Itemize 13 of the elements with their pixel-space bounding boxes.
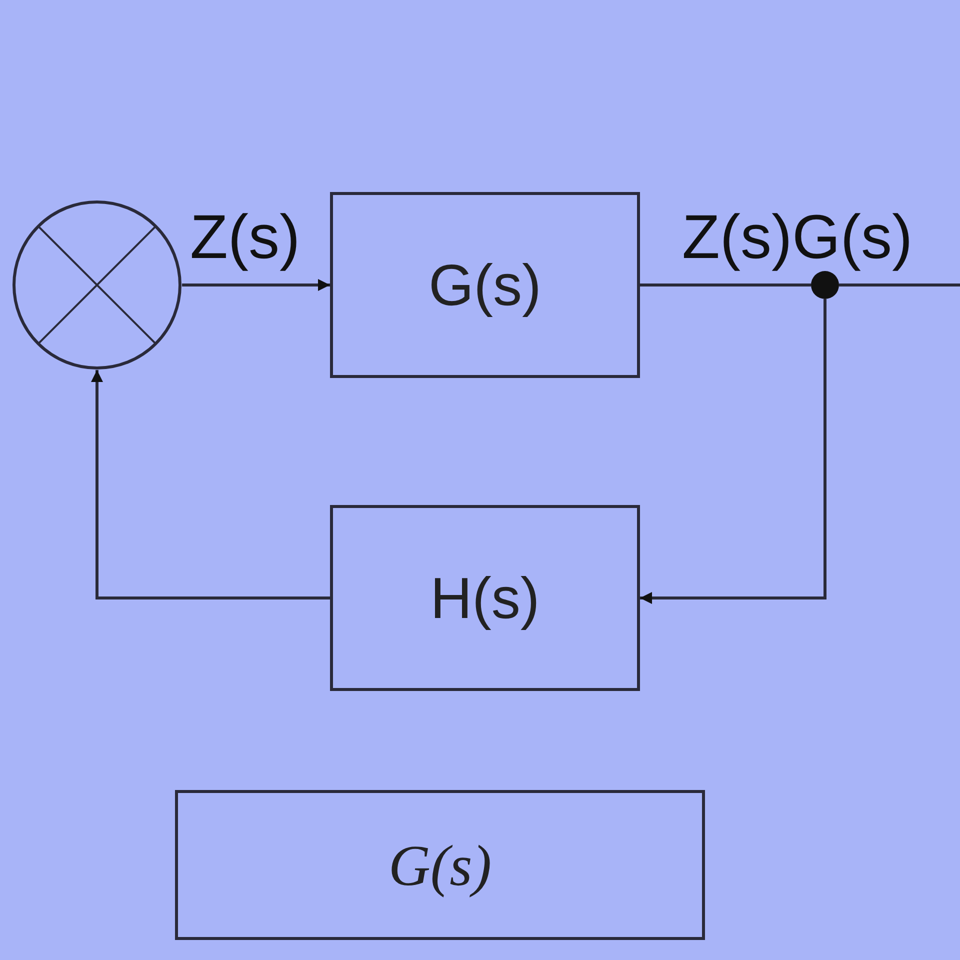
summing-junction (12, 200, 182, 370)
arrow (91, 370, 330, 600)
block-box (175, 790, 705, 940)
signal-line (839, 284, 960, 286)
block-box (330, 505, 640, 691)
transfer-function-label: H(s) (430, 564, 540, 632)
branch-point (811, 271, 839, 299)
signal-line (640, 284, 811, 286)
transfer-function-label: G(s) (388, 832, 492, 898)
arrow (182, 279, 330, 291)
block-box (330, 192, 640, 378)
arrow (640, 299, 826, 604)
transfer-function-label: G(s) (428, 252, 542, 318)
